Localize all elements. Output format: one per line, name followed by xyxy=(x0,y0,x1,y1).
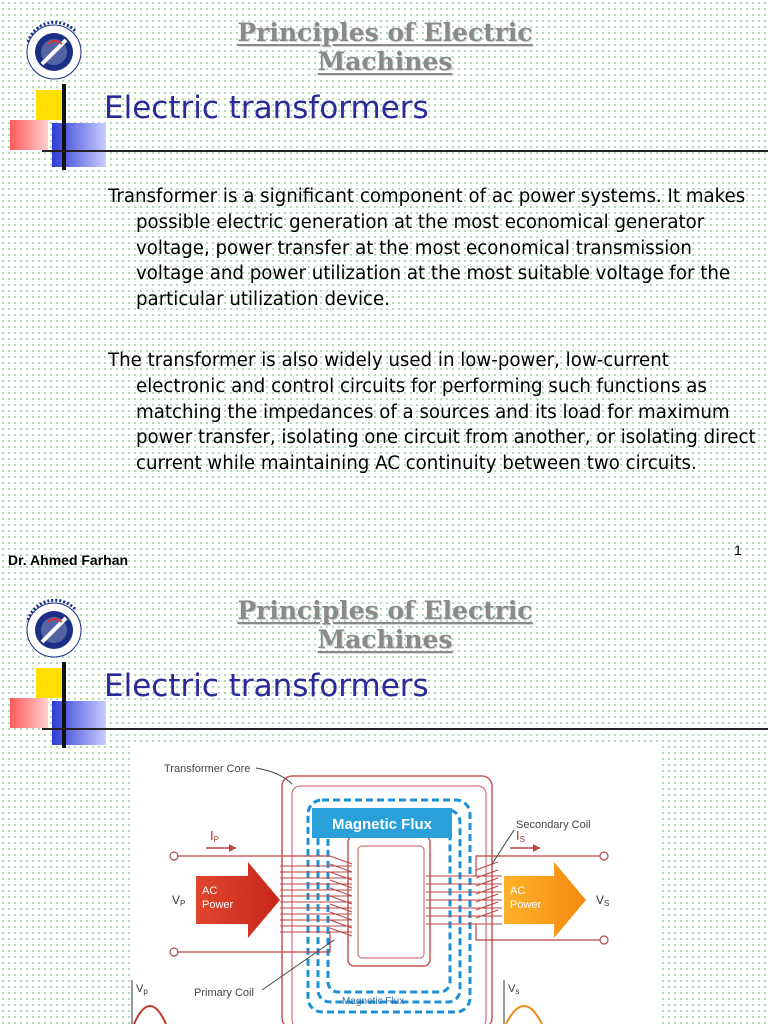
is-label: IS xyxy=(516,828,525,844)
ac-power-in-arrow xyxy=(196,862,280,938)
vs-waveform: Vs xyxy=(503,980,543,1024)
slide-title: Electric transformers xyxy=(104,90,429,126)
horizontal-rule xyxy=(42,728,768,730)
blue-square xyxy=(52,123,106,167)
author-name: Dr. Ahmed Farhan xyxy=(8,552,129,568)
primary-coil-label: Primary Coil xyxy=(194,987,254,999)
vs-label: VS xyxy=(596,893,609,908)
svg-text:Vs: Vs xyxy=(508,983,519,996)
flux-label: Magnetic Flux xyxy=(332,816,433,833)
paragraph-1: Transformer is a significant component o… xyxy=(108,186,746,311)
ac-power-in-line2: Power xyxy=(202,899,234,911)
horizontal-rule xyxy=(42,150,768,152)
secondary-coil xyxy=(426,861,502,925)
slide-title: Electric transformers xyxy=(104,668,429,704)
svg-text:Vp: Vp xyxy=(136,983,148,996)
title-decoration xyxy=(10,662,768,754)
institute-logo xyxy=(26,20,82,80)
flux-label-bottom: Magnetic Flux xyxy=(342,996,404,1007)
secondary-wires xyxy=(475,851,609,945)
ac-power-in-line1: AC xyxy=(202,885,217,897)
course-header: Principles of Electric Machines xyxy=(237,596,533,654)
title-decoration xyxy=(10,84,768,176)
ac-power-out-line2: Power xyxy=(510,899,542,911)
primary-coil xyxy=(280,855,353,937)
vp-waveform: Vp xyxy=(131,980,167,1024)
red-square xyxy=(10,120,48,150)
paragraph-2: The transformer is also widely used in l… xyxy=(108,350,756,475)
yellow-square xyxy=(36,90,66,120)
vertical-rule xyxy=(62,84,66,170)
transformer-diagram: Magnetic Flux xyxy=(130,744,658,1024)
secondary-coil-label: Secondary Coil xyxy=(516,819,591,831)
institute-logo xyxy=(26,598,82,658)
yellow-square xyxy=(36,668,66,698)
primary-wires xyxy=(169,851,331,957)
course-header: Principles of Electric Machines xyxy=(237,18,533,76)
blue-square xyxy=(52,701,106,745)
ip-label: IP xyxy=(210,828,219,844)
slide-1: Principles of Electric Machines Electric… xyxy=(8,18,768,568)
page-number: 1 xyxy=(734,542,742,558)
red-square xyxy=(10,698,48,728)
vertical-rule xyxy=(62,662,66,748)
vp-label: VP xyxy=(172,893,185,908)
ac-power-out-line1: AC xyxy=(510,885,525,897)
slide-2: Principles of Electric Machines Electric… xyxy=(0,578,768,1024)
ac-power-out-arrow xyxy=(504,862,586,938)
core-label: Transformer Core xyxy=(164,763,250,775)
flux-label-box xyxy=(312,808,452,838)
